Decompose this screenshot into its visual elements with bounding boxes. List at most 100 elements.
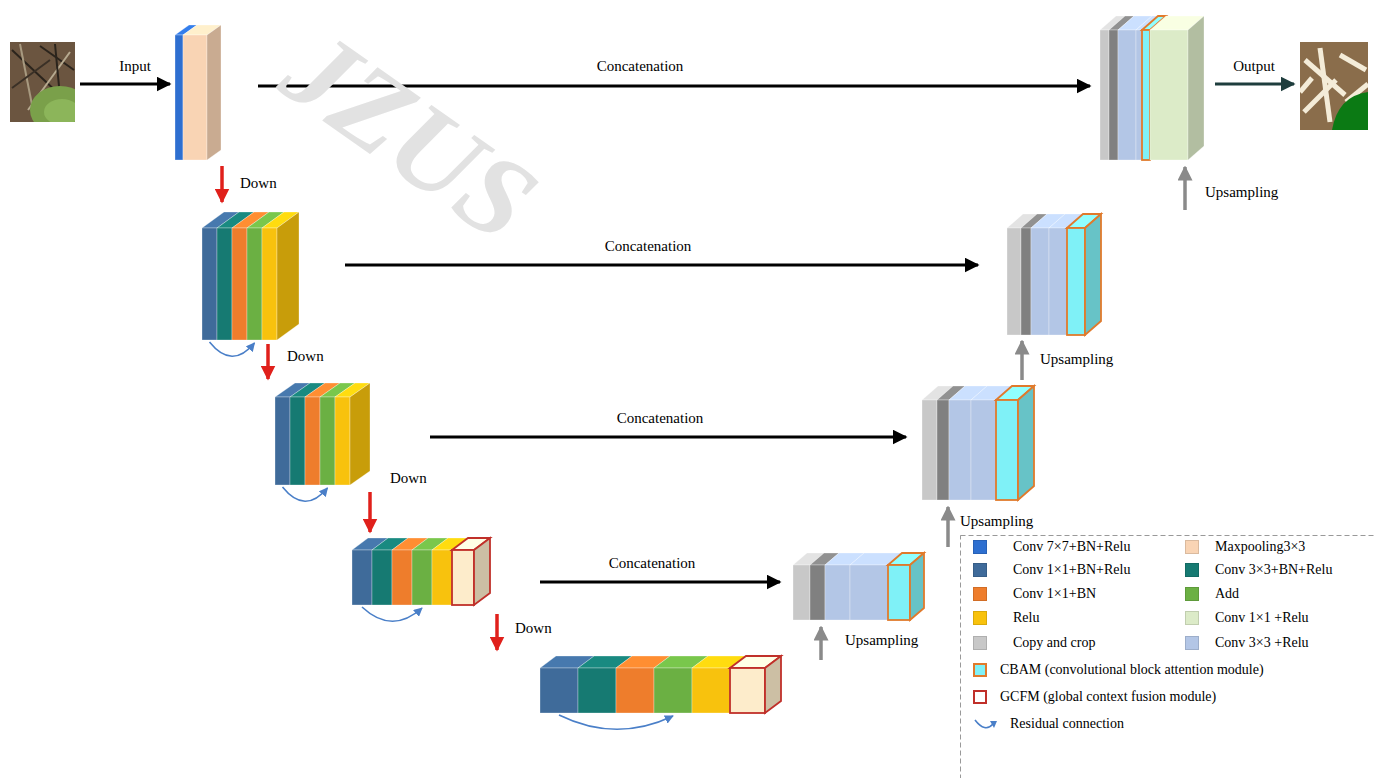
slab-side: [1085, 214, 1101, 335]
slab-side: [1018, 386, 1034, 500]
legend-swatch: [973, 663, 987, 677]
connection-label: Concatenation: [597, 57, 684, 75]
connection-label: Concatenation: [617, 409, 704, 427]
legend-swatch: [973, 611, 987, 625]
skip-arrow: [540, 581, 780, 584]
down-arrow: [266, 344, 270, 379]
slab-front: [793, 565, 810, 620]
slab-front: [217, 228, 232, 340]
slab-front: [1100, 30, 1109, 160]
slab-front: [825, 565, 850, 620]
slab-front: [949, 400, 971, 500]
output-mask: [1300, 42, 1368, 130]
slab-front: [247, 228, 262, 340]
connection-label: Concatenation: [609, 554, 696, 572]
output-mask: [1340, 55, 1366, 70]
legend-text: GCFM (global context fusion module): [1000, 689, 1216, 706]
slab-front: [392, 550, 412, 605]
slab-front: [971, 400, 996, 500]
output-mask: [1332, 92, 1368, 130]
residual-connection: [559, 715, 673, 729]
legend-text: Copy and crop: [1013, 635, 1095, 652]
legend-swatch: [1185, 540, 1199, 554]
slab-front: [262, 228, 277, 340]
legend-swatch: [973, 587, 987, 601]
step-label: Upsampling: [960, 512, 1033, 530]
input-photo: [10, 42, 75, 122]
legend-text: Conv 3×3 +Relu: [1215, 635, 1309, 652]
slab-front: [1049, 228, 1067, 335]
encoder-stage: [352, 538, 490, 605]
decoder-stage: [922, 386, 1034, 500]
legend-frame: [961, 536, 1374, 778]
legend-text: Conv 3×3+BN+Relu: [1215, 562, 1332, 579]
residual-connection: [283, 487, 328, 501]
slab-front: [654, 668, 692, 713]
legend-text: Relu: [1013, 610, 1039, 627]
slab-front: [888, 565, 910, 620]
slab-front: [540, 668, 578, 713]
step-label: Upsampling: [845, 631, 918, 649]
slab-front: [810, 565, 825, 620]
decoder-stage: [1007, 214, 1101, 335]
legend-swatch: [1185, 636, 1199, 650]
decoder-stage: [1100, 16, 1204, 160]
legend-text: Residual connection: [1010, 716, 1124, 733]
slab-front: [937, 400, 949, 500]
slab-front: [305, 397, 320, 485]
decoder-stage: [793, 553, 924, 620]
legend-text: Add: [1215, 586, 1239, 603]
skip-arrow: [430, 436, 906, 439]
legend-swatch: [973, 540, 987, 554]
bottleneck-stage: [540, 656, 781, 713]
upsampling-arrow: [1020, 341, 1024, 380]
legend-text: Conv 1×1+BN+Relu: [1013, 562, 1130, 579]
slab-front: [412, 550, 432, 605]
upsampling-arrow: [1183, 167, 1187, 210]
slab-front: [1142, 30, 1150, 160]
slab-side: [1188, 16, 1204, 160]
legend-swatch: [973, 563, 987, 577]
legend-swatch: [1185, 563, 1199, 577]
output-label: Output: [1233, 57, 1275, 75]
step-label: Upsampling: [1205, 183, 1278, 201]
legend-text: Conv 1×1 +Relu: [1215, 610, 1309, 627]
watermark: JZUS: [264, 9, 555, 261]
slab-side: [277, 212, 299, 340]
input-arrow: [80, 83, 170, 86]
slab-front: [1021, 228, 1031, 335]
output-arrow: [1215, 83, 1294, 86]
slab-front: [202, 228, 217, 340]
slab-side: [474, 538, 490, 605]
step-label: Down: [287, 347, 324, 365]
input-photo: [12, 60, 50, 88]
slab-front: [1118, 30, 1136, 160]
legend-text: Maxpooling3×3: [1215, 539, 1305, 556]
input-photo: [30, 86, 75, 122]
slab-front: [1067, 228, 1085, 335]
step-label: Down: [390, 469, 427, 487]
slab-front: [432, 550, 452, 605]
encoder-stem: [175, 25, 221, 160]
slab-front: [730, 668, 765, 713]
slab-front: [175, 35, 183, 160]
slab-front: [352, 550, 372, 605]
upsampling-arrow: [819, 627, 823, 660]
slab-front: [452, 550, 474, 605]
slab-side: [765, 656, 781, 713]
legend-swatch: [1185, 587, 1199, 601]
legend-outline-sample: [973, 690, 987, 704]
slab-front: [996, 400, 1018, 500]
encoder-stage: [275, 383, 370, 485]
legend-swatch: [1185, 611, 1199, 625]
slab-front: [290, 397, 305, 485]
down-arrow: [368, 492, 372, 532]
slab-side: [350, 383, 370, 485]
slab-front: [578, 668, 616, 713]
legend-text: Conv 1×1+BN: [1013, 586, 1096, 603]
legend-text: CBAM (convolutional block attention modu…: [1000, 662, 1264, 679]
input-photo: [44, 99, 75, 122]
slab-front: [922, 400, 937, 500]
